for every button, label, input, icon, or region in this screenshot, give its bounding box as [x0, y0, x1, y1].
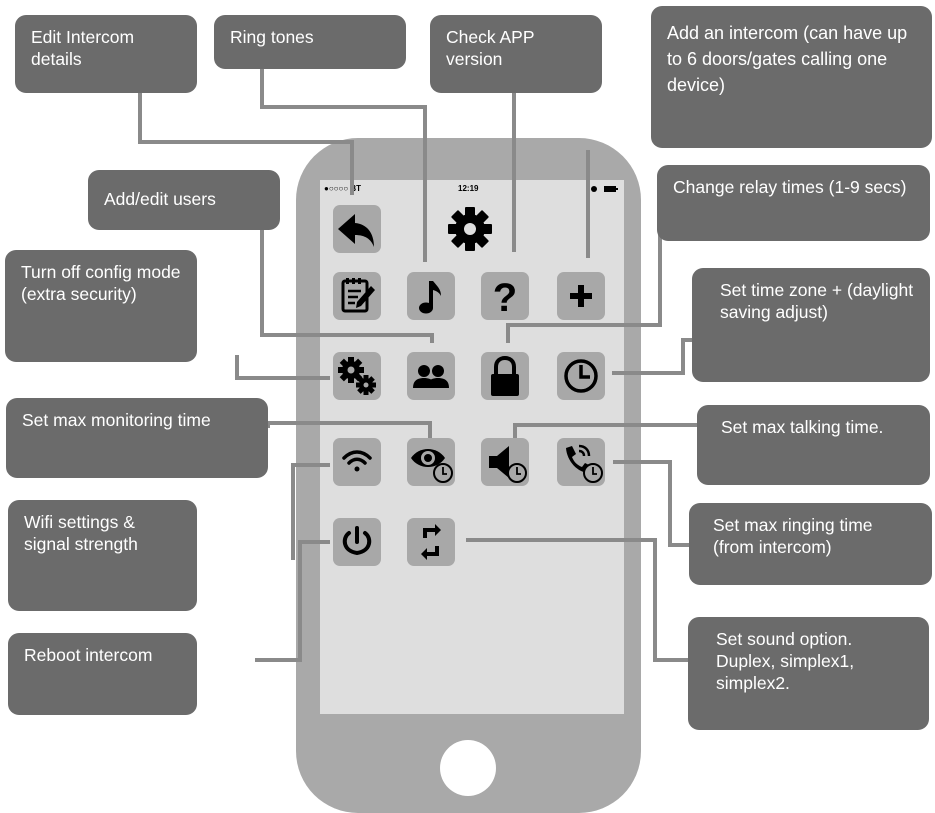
users-icon[interactable]	[407, 352, 455, 400]
svg-text:?: ?	[493, 276, 517, 320]
callout-reboot: Reboot intercom	[8, 633, 197, 715]
callout-talking: Set max talking time.	[697, 405, 930, 485]
eye-timer-icon[interactable]	[407, 438, 455, 486]
callout-edit-intercom: Edit Intercom details	[15, 15, 197, 93]
callout-time-zone: Set time zone + (daylight saving adjust)	[692, 268, 930, 382]
speaker-timer-icon[interactable]	[481, 438, 529, 486]
battery-icon	[591, 186, 618, 192]
music-note-icon[interactable]	[407, 272, 455, 320]
callout-add-intercom: Add an intercom (can have up to 6 doors/…	[651, 6, 932, 148]
padlock-icon[interactable]	[481, 352, 529, 400]
clock-icon[interactable]	[557, 352, 605, 400]
question-mark-icon[interactable]: ?	[481, 272, 529, 320]
callout-sound: Set sound option. Duplex, simplex1, simp…	[688, 617, 929, 730]
wifi-icon[interactable]	[333, 438, 381, 486]
gears-icon[interactable]	[333, 352, 381, 400]
rotate-arrows-icon[interactable]	[407, 518, 455, 566]
callout-relay-times: Change relay times (1-9 secs)	[657, 165, 930, 241]
back-arrow-icon[interactable]	[333, 205, 381, 253]
callout-ringing: Set max ringing time (from intercom)	[689, 503, 932, 585]
callout-check-app: Check APP version	[430, 15, 602, 93]
status-carrier: ●○○○○ BT	[324, 184, 362, 193]
power-icon[interactable]	[333, 518, 381, 566]
gear-icon[interactable]	[446, 205, 494, 253]
callout-config-mode: Turn off config mode (extra security)	[5, 250, 197, 362]
callout-ring-tones: Ring tones	[214, 15, 406, 69]
home-button[interactable]	[440, 740, 496, 796]
status-time: 12:19	[458, 184, 479, 193]
callout-add-users: Add/edit users	[88, 170, 280, 230]
phone-timer-icon[interactable]	[557, 438, 605, 486]
notepad-pencil-icon[interactable]	[333, 272, 381, 320]
callout-monitoring: Set max monitoring time	[6, 398, 268, 478]
plus-icon[interactable]	[557, 272, 605, 320]
callout-wifi: Wifi settings & signal strength	[8, 500, 197, 611]
